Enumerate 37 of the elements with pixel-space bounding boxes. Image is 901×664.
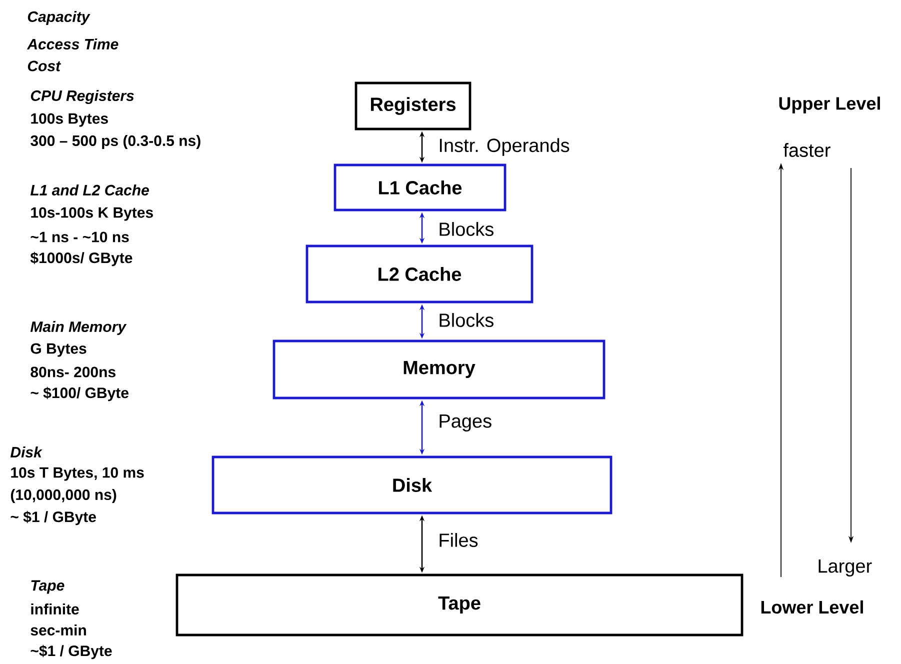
spec-text: infinite	[31, 604, 79, 614]
spec-text: ~ $1 / GByte	[10, 510, 96, 526]
edge-label: Blocks	[440, 313, 494, 327]
spec-text: ~ $100/ GByte	[30, 386, 128, 402]
level-heading: Main Memory	[30, 321, 127, 335]
spec-text: 100s Bytes	[31, 113, 108, 127]
direction-label: faster	[783, 143, 830, 157]
spec-text: 300 – 500 ps (0.3-0.5 ns)	[30, 135, 200, 149]
memory-level-box: Tape	[176, 574, 744, 636]
level-label: Upper Level	[779, 96, 880, 114]
spec-text: G Bytes	[30, 343, 86, 357]
level-heading: Capacity	[28, 11, 90, 25]
edge-label: Blocks	[440, 222, 494, 236]
spec-text: ~$1 / GByte	[30, 644, 112, 660]
level-label: Lower Level	[761, 600, 863, 614]
direction-label: Larger	[818, 560, 872, 576]
memory-level-box: Registers	[354, 82, 472, 130]
level-heading: CPU Registers	[30, 90, 134, 104]
spec-text: (10,000,000 ns)	[10, 489, 116, 503]
memory-level-box: L1 Cache	[334, 164, 506, 212]
memory-level-box: Disk	[212, 456, 612, 514]
spec-text: 10s-100s K Bytes	[31, 207, 153, 221]
spec-text: ~1 ns - ~10 ns	[30, 232, 129, 242]
memory-level-box: L2 Cache	[306, 244, 534, 304]
level-heading: Cost	[28, 60, 62, 72]
level-heading: Disk	[10, 446, 42, 458]
spec-text: 80ns- 200ns	[30, 366, 116, 378]
spec-text: sec-min	[30, 624, 86, 636]
edge-label: Instr. Operands	[440, 138, 570, 156]
edge-label: Pages	[440, 414, 492, 432]
level-heading: L1 and L2 Cache	[30, 184, 149, 196]
spec-text: 10s T Bytes, 10 ms	[11, 467, 144, 481]
edge-label: Files	[440, 533, 478, 547]
level-heading: Access Time	[26, 38, 118, 50]
spec-text: $1000s/ GByte	[30, 252, 132, 266]
level-heading: Tape	[31, 580, 64, 594]
memory-level-box: Memory	[272, 340, 606, 400]
